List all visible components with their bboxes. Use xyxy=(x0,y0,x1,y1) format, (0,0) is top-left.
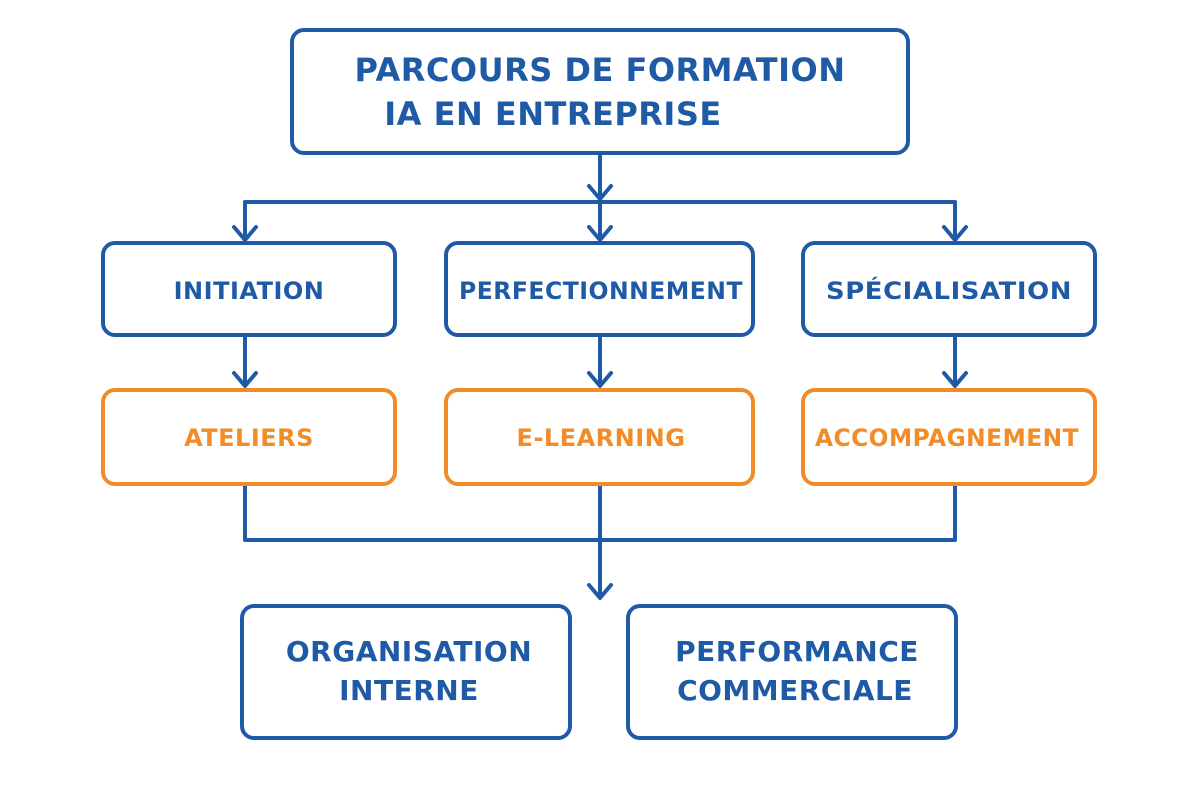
format-box xyxy=(101,388,397,486)
title-box xyxy=(290,28,910,155)
format-box xyxy=(801,388,1097,486)
format-label: ATELIERS xyxy=(184,424,314,452)
level-box xyxy=(444,241,755,337)
outcome-line-1: ORGANISATION xyxy=(286,635,532,668)
format-node-ateliers: ATELIERS xyxy=(101,388,397,486)
title-line-1: PARCOURS DE FORMATION xyxy=(354,51,845,89)
outcome-box xyxy=(626,604,958,740)
outcome-line-2: COMMERCIALE xyxy=(677,674,913,707)
arrow-head-icon xyxy=(942,225,968,242)
level-node-specialisation: SPÉCIALISATION xyxy=(801,241,1097,337)
connectors xyxy=(243,153,957,599)
arrow-head-icon xyxy=(587,225,613,242)
format-node-elearning: E-LEARNING xyxy=(444,388,755,486)
arrow-head-icon xyxy=(587,583,613,600)
format-label: E-LEARNING xyxy=(517,424,686,452)
level-node-perfectionnement: PERFECTIONNEMENT xyxy=(444,241,755,337)
outcome-line-2: INTERNE xyxy=(339,674,479,707)
arrow-head-icon xyxy=(942,371,968,388)
format-box xyxy=(444,388,755,486)
arrow-head-icon xyxy=(232,371,258,388)
title-node: PARCOURS DE FORMATION IA EN ENTREPRISE xyxy=(290,28,910,155)
level-label: INITIATION xyxy=(174,277,325,305)
level-node-initiation: INITIATION xyxy=(101,241,397,337)
outcome-box xyxy=(240,604,572,740)
format-node-accompagnement: ACCOMPAGNEMENT xyxy=(801,388,1097,486)
arrow-head-icon xyxy=(587,184,613,201)
arrow-heads xyxy=(232,184,968,600)
arrow-head-icon xyxy=(587,371,613,388)
level-label: PERFECTIONNEMENT xyxy=(459,277,743,305)
outcome-node-performance: PERFORMANCE COMMERCIALE xyxy=(626,604,958,740)
level-label: SPÉCIALISATION xyxy=(826,276,1072,305)
level-box xyxy=(801,241,1097,337)
title-line-2: IA EN ENTREPRISE xyxy=(384,95,721,133)
format-label: ACCOMPAGNEMENT xyxy=(815,424,1079,452)
outcome-node-organisation: ORGANISATION INTERNE xyxy=(240,604,572,740)
level-box xyxy=(101,241,397,337)
arrow-head-icon xyxy=(232,225,258,242)
outcome-line-1: PERFORMANCE xyxy=(675,635,919,668)
